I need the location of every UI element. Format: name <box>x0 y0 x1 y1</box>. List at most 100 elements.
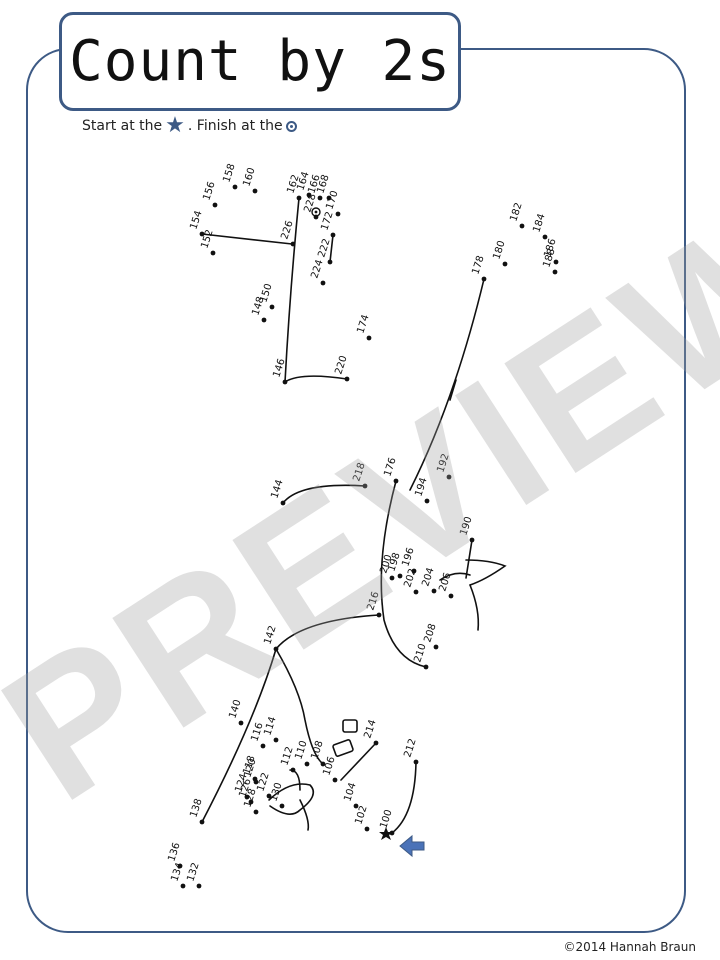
dot-marker <box>389 830 395 836</box>
dot-marker <box>424 498 430 504</box>
dot-marker <box>304 761 310 767</box>
dot-marker <box>290 767 296 773</box>
dot-label: 138 <box>188 797 204 819</box>
dot-label: 226 <box>279 219 295 241</box>
dot-label: 154 <box>188 209 204 231</box>
dot-label: 224 <box>309 258 325 280</box>
dot-marker <box>320 761 326 767</box>
dot-154: 154 <box>188 209 205 237</box>
dot-172: 172 <box>319 210 336 238</box>
dot-marker <box>260 743 266 749</box>
dot-label: 220 <box>333 354 349 376</box>
dot-202: 202 <box>402 567 419 595</box>
dot-marker <box>552 269 558 275</box>
dot-156: 156 <box>201 180 218 208</box>
dot-marker <box>393 478 399 484</box>
dot-marker <box>411 568 417 574</box>
dot-marker <box>326 195 332 201</box>
instruction-start-text: Start at the <box>82 118 163 134</box>
dot-marker <box>502 261 508 267</box>
dot-marker <box>553 259 559 265</box>
dot-marker <box>327 259 333 265</box>
dot-marker <box>261 317 267 323</box>
dot-marker <box>397 573 403 579</box>
dot-174: 174 <box>355 313 372 341</box>
dot-marker <box>362 483 368 489</box>
dot-label: 218 <box>351 461 367 483</box>
dot-marker <box>332 777 338 783</box>
dot-142: 142 <box>262 624 279 652</box>
dot-212: 212 <box>402 737 419 765</box>
dot-marker <box>199 231 205 237</box>
dot-label: 112 <box>279 745 295 767</box>
dot-214: 214 <box>362 718 379 746</box>
dot-138: 138 <box>188 797 205 825</box>
dot-110: 110 <box>293 739 310 767</box>
dot-label: 170 <box>324 189 340 211</box>
dot-marker <box>253 809 259 815</box>
dot-marker <box>296 195 302 201</box>
dot-marker <box>320 280 326 286</box>
dot-label: 144 <box>269 478 285 500</box>
dot-label: 142 <box>262 624 278 646</box>
dot-204: 204 <box>420 566 437 594</box>
dot-180: 180 <box>491 239 508 267</box>
dot-label: 158 <box>221 162 237 184</box>
dot-marker <box>344 376 350 382</box>
finish-target-icon <box>311 207 321 217</box>
dot-marker <box>266 793 272 799</box>
dot-130: 130 <box>268 781 285 809</box>
dot-label: 150 <box>258 282 274 304</box>
dot-134: 134 <box>169 861 186 889</box>
dot-marker <box>413 759 419 765</box>
dot-label: 206 <box>437 571 453 593</box>
dot-label: 176 <box>382 456 398 478</box>
dot-marker <box>446 474 452 480</box>
dot-216: 216 <box>365 590 382 618</box>
dot-218: 218 <box>351 461 368 489</box>
dot-178: 178 <box>470 254 487 282</box>
dot-label: 116 <box>249 721 265 743</box>
dot-label: 100 <box>378 808 394 830</box>
dot-194: 194 <box>413 476 430 504</box>
dot-marker <box>199 819 205 825</box>
dot-144: 144 <box>269 478 286 506</box>
dot-marker <box>273 737 279 743</box>
dot-label: 104 <box>342 781 358 803</box>
dot-marker <box>448 593 454 599</box>
dot-label: 180 <box>491 239 507 261</box>
dot-marker <box>279 803 285 809</box>
dot-label: 190 <box>458 515 474 537</box>
dot-marker <box>353 803 359 809</box>
dot-label: 152 <box>199 228 215 250</box>
dot-marker <box>335 211 341 217</box>
dot-marker <box>177 863 183 869</box>
dot-marker <box>364 826 370 832</box>
dot-190: 190 <box>458 515 475 543</box>
dot-marker <box>413 589 419 595</box>
dot-label: 214 <box>362 718 378 740</box>
dot-marker <box>196 883 202 889</box>
dot-marker <box>519 223 525 229</box>
dot-label: 192 <box>435 452 451 474</box>
dot-marker <box>330 232 336 238</box>
arrow-icon <box>399 834 425 858</box>
pre-drawn-lines <box>201 197 507 834</box>
dot-marker <box>373 740 379 746</box>
dot-104: 104 <box>342 781 359 809</box>
dot-label: 108 <box>309 739 325 761</box>
dot-marker <box>280 500 286 506</box>
dot-label: 216 <box>365 590 381 612</box>
dot-label: 136 <box>166 841 182 863</box>
dot-marker <box>210 250 216 256</box>
dot-marker <box>290 241 296 247</box>
dot-label: 182 <box>508 201 524 223</box>
dot-marker <box>366 335 372 341</box>
dot-140: 140 <box>227 698 244 726</box>
dot-marker <box>253 779 259 785</box>
dot-marker <box>389 575 395 581</box>
dot-label: 172 <box>319 210 335 232</box>
dot-106: 106 <box>321 755 338 783</box>
dot-label: 160 <box>241 166 257 188</box>
dot-182: 182 <box>508 201 525 229</box>
